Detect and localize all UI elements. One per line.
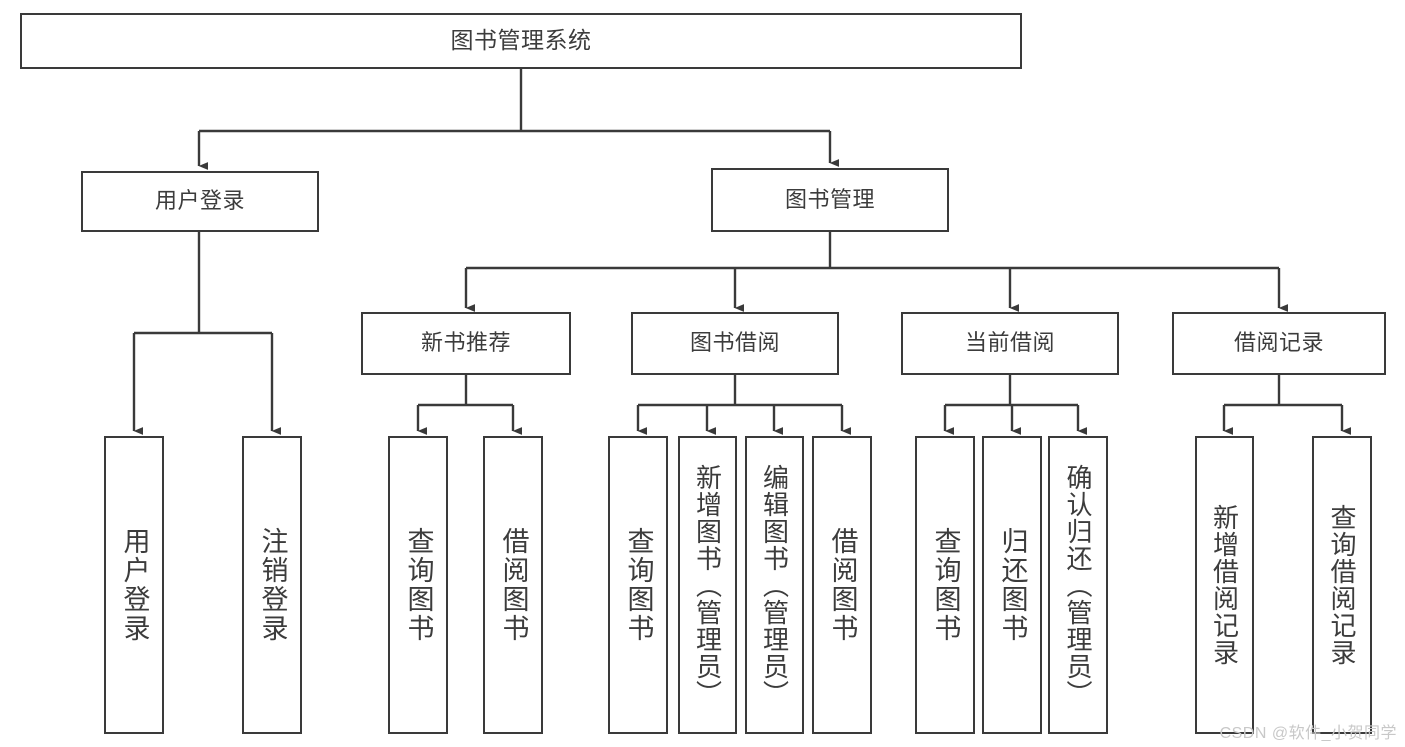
node-label: 查询借阅记录 bbox=[1327, 504, 1357, 666]
node-label: 新书推荐 bbox=[420, 330, 511, 356]
node-label: 新增借阅记录 bbox=[1209, 504, 1240, 666]
node-leaf-query-book-2[interactable]: 查询图书 bbox=[608, 436, 668, 734]
node-leaf-query-borrow-record[interactable]: 查询借阅记录 bbox=[1312, 436, 1372, 734]
node-leaf-add-book[interactable]: 新增图书（管理员） bbox=[678, 436, 737, 734]
node-label: 借阅图书 bbox=[827, 527, 858, 643]
node-leaf-borrow-book-2[interactable]: 借阅图书 bbox=[812, 436, 872, 734]
node-leaf-user-login[interactable]: 用户登录 bbox=[104, 436, 164, 734]
node-label: 查询图书 bbox=[623, 527, 654, 643]
node-leaf-query-book-1[interactable]: 查询图书 bbox=[388, 436, 448, 734]
node-label: 新增图书（管理员） bbox=[692, 463, 723, 707]
node-label: 编辑图书（管理员） bbox=[759, 463, 790, 707]
node-label: 借阅记录 bbox=[1233, 330, 1324, 356]
node-label: 用户登录 bbox=[119, 527, 150, 643]
node-leaf-confirm-return[interactable]: 确认归还（管理员） bbox=[1048, 436, 1108, 734]
node-root-system[interactable]: 图书管理系统 bbox=[20, 13, 1022, 69]
node-label: 当前借阅 bbox=[964, 330, 1055, 356]
watermark: CSDN @软件_小贺同学 bbox=[1219, 725, 1397, 742]
node-label: 用户登录 bbox=[154, 188, 245, 214]
node-label: 确认归还（管理员） bbox=[1063, 463, 1093, 707]
node-user-login[interactable]: 用户登录 bbox=[81, 171, 319, 232]
node-book-manage[interactable]: 图书管理 bbox=[711, 168, 949, 232]
node-leaf-query-book-3[interactable]: 查询图书 bbox=[915, 436, 975, 734]
node-leaf-edit-book[interactable]: 编辑图书（管理员） bbox=[745, 436, 804, 734]
node-label: 查询图书 bbox=[403, 527, 434, 643]
node-leaf-add-borrow-record[interactable]: 新增借阅记录 bbox=[1195, 436, 1254, 734]
node-borrow-record[interactable]: 借阅记录 bbox=[1172, 312, 1386, 375]
node-leaf-borrow-book-1[interactable]: 借阅图书 bbox=[483, 436, 543, 734]
node-leaf-return-book[interactable]: 归还图书 bbox=[982, 436, 1042, 734]
node-leaf-logout-login[interactable]: 注销登录 bbox=[242, 436, 302, 734]
node-new-book-recommend[interactable]: 新书推荐 bbox=[361, 312, 571, 375]
node-label: 注销登录 bbox=[257, 527, 288, 643]
node-label: 借阅图书 bbox=[498, 527, 529, 643]
node-label: 归还图书 bbox=[997, 527, 1028, 643]
node-book-borrow[interactable]: 图书借阅 bbox=[631, 312, 839, 375]
node-label: 查询图书 bbox=[930, 527, 961, 643]
node-label: 图书管理系统 bbox=[450, 27, 592, 54]
node-current-borrow[interactable]: 当前借阅 bbox=[901, 312, 1119, 375]
node-label: 图书借阅 bbox=[689, 330, 780, 356]
node-label: 图书管理 bbox=[784, 186, 875, 212]
